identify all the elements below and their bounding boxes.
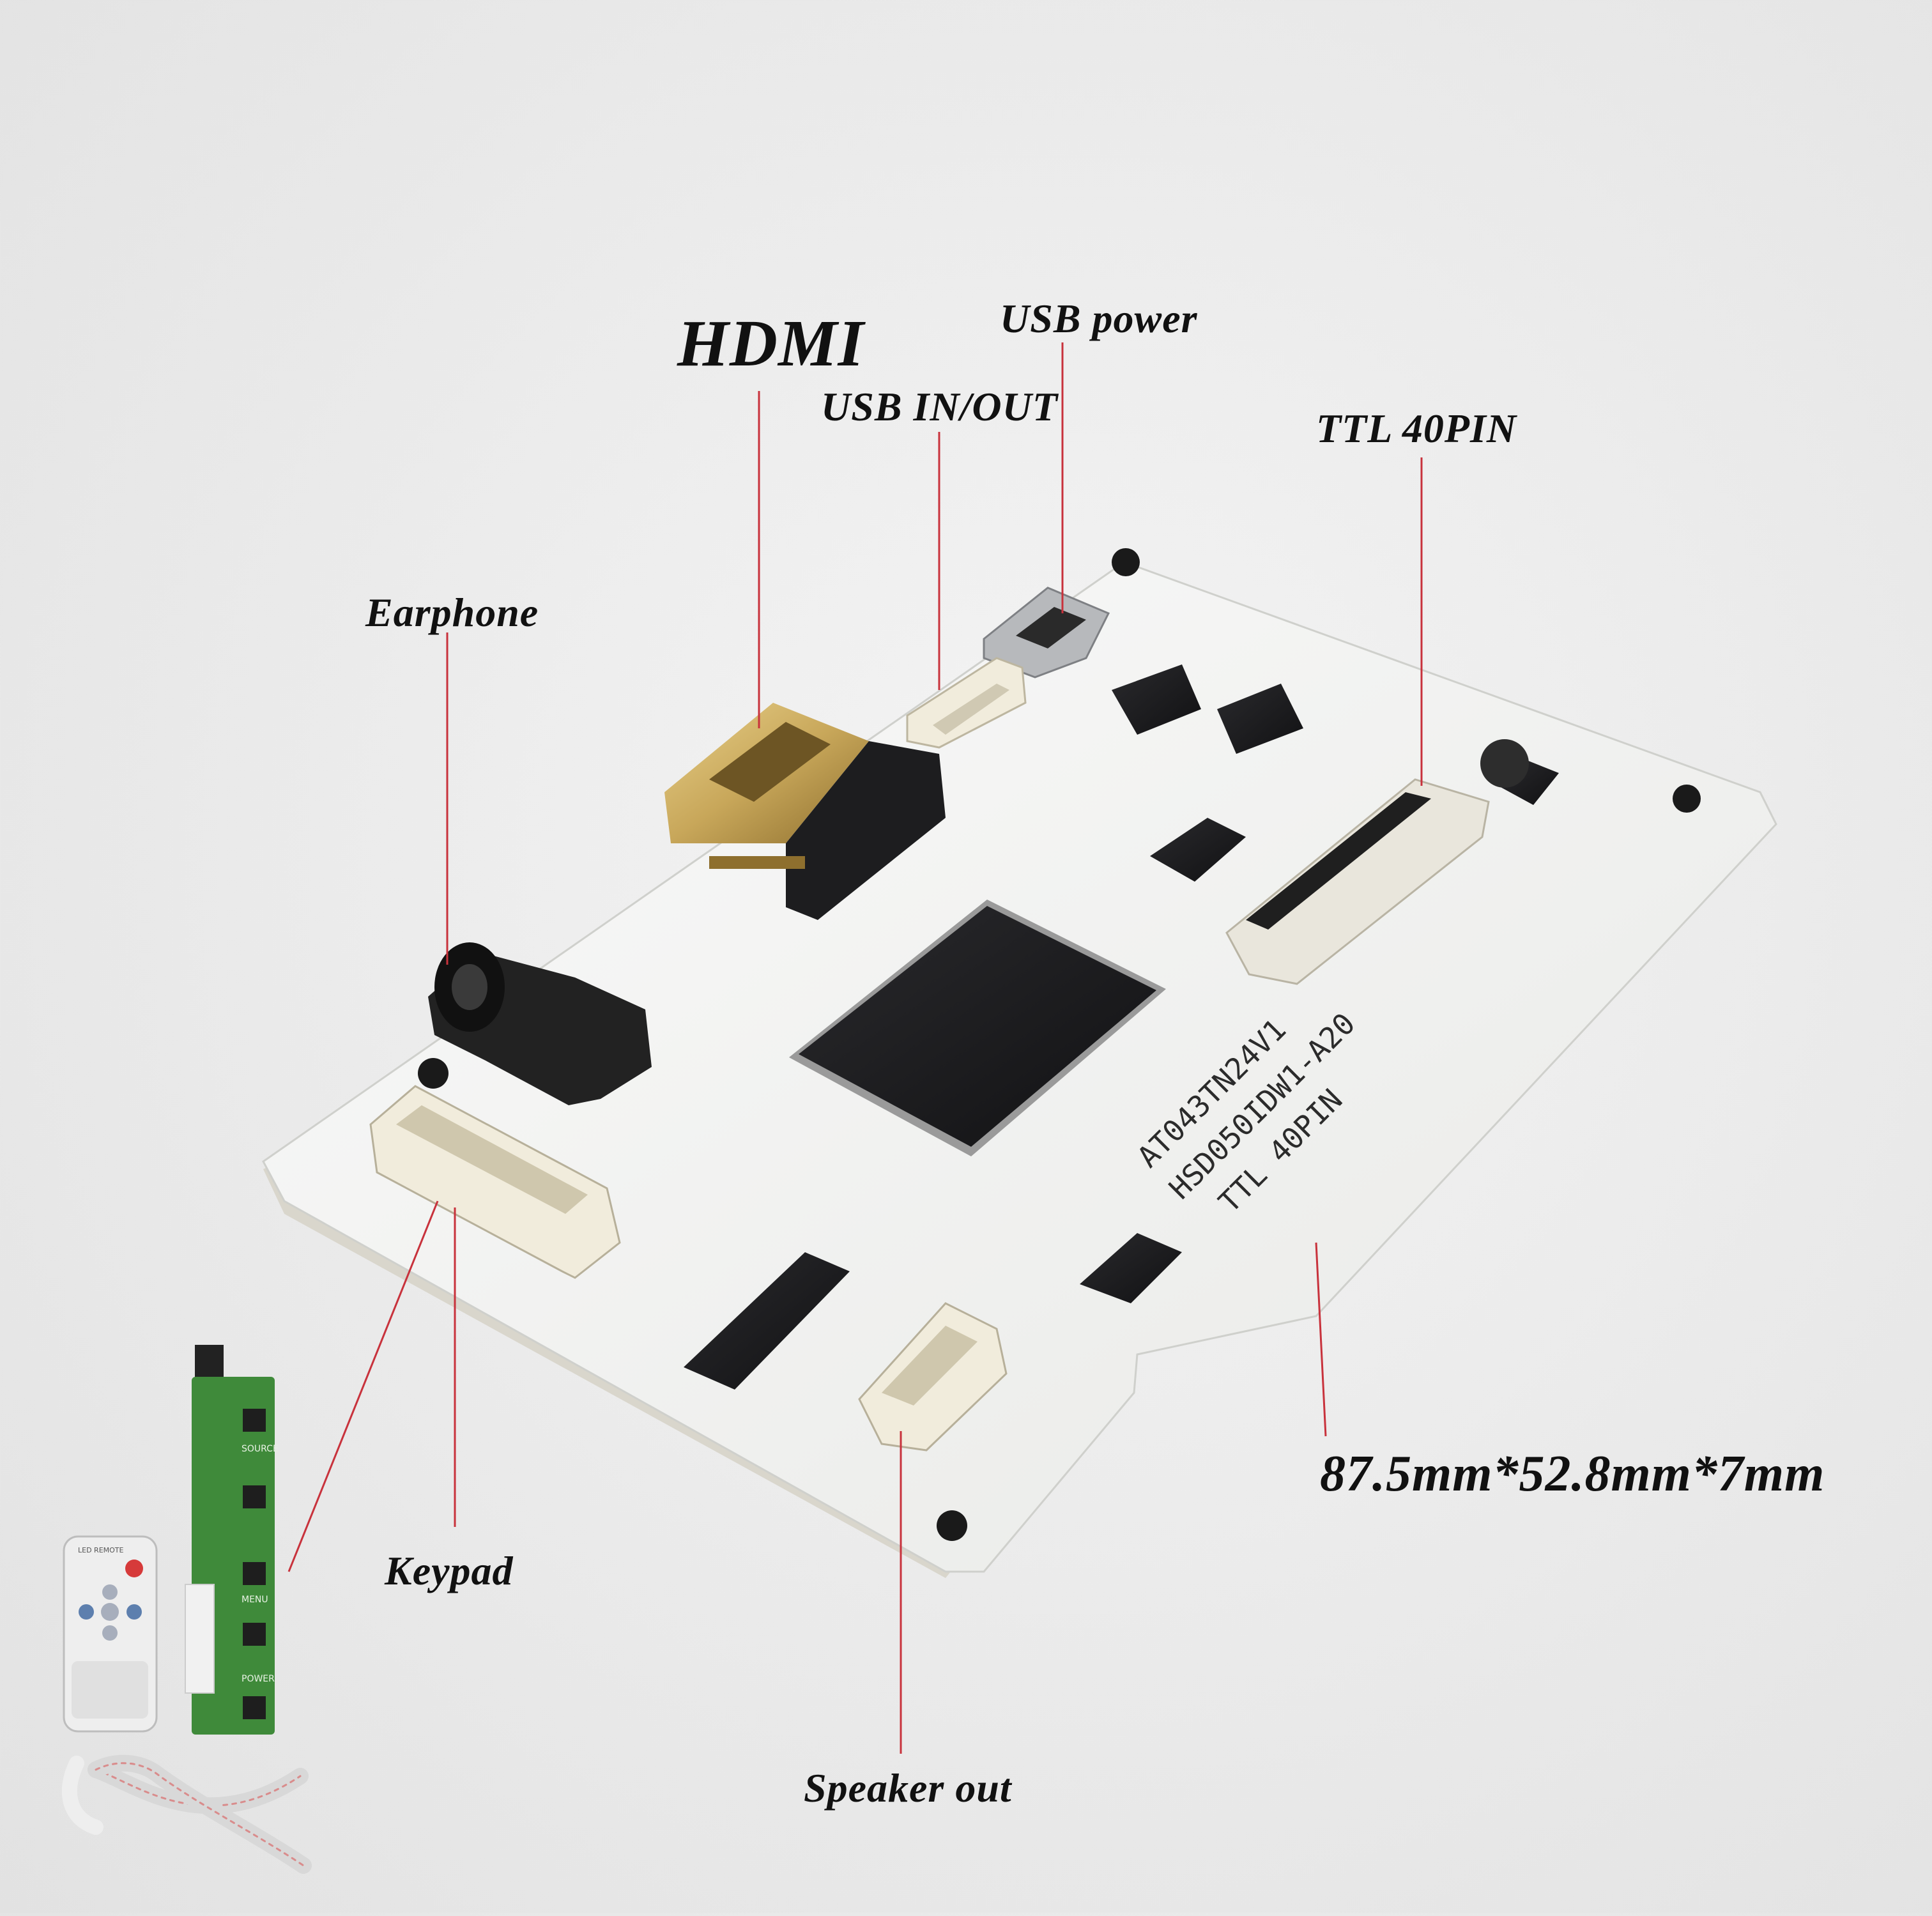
callout-usb-in-out: USB IN/OUT [821,384,1058,429]
callout-dimensions: 87.5mm*52.8mm*7mm [1320,1446,1825,1502]
main-processor-chip [789,900,1166,1156]
callout-ttl-40pin: TTL 40PIN [1316,406,1517,451]
keypad-label-menu: MENU [241,1595,268,1605]
mounting-hole [1673,785,1701,813]
keypad-label-power: POWER [241,1674,275,1684]
leader-keypad-2 [288,1200,439,1572]
ttl-40pin-connector [1225,778,1490,985]
speaker-out-connector [858,1302,1008,1452]
ir-remote-control: LED REMOTE [63,1535,158,1733]
callout-earphone: Earphone [365,590,539,635]
mounting-hole [937,1510,967,1541]
callout-keypad: Keypad [385,1548,514,1593]
usb-in-out-connector [906,657,1027,749]
leader-dimensions [1315,1242,1327,1437]
remote-right-button-icon [126,1604,142,1620]
keypad-connector [369,1085,621,1279]
remote-menu-button-icon [101,1603,119,1621]
small-chip [1080,664,1559,1303]
remote-down-button-icon [102,1625,118,1641]
keypad-board: SOURCE MENU POWER [185,1345,279,1735]
callout-speaker-out: Speaker out [804,1765,1012,1811]
usb-power-port [983,586,1110,678]
remote-up-button-icon [102,1584,118,1600]
earphone-jack [428,942,652,1105]
keypad-button-icon [243,1485,266,1508]
remote-label: LED REMOTE [78,1546,124,1554]
callout-usb-power: USB power [1000,296,1198,341]
remote-power-button-icon [125,1560,143,1577]
amplifier-chip [684,1252,850,1390]
callout-hdmi: HDMI [677,307,864,380]
remote-left-button-icon [79,1604,94,1620]
keypad-button-icon [243,1409,266,1432]
mounting-hole [1112,548,1140,576]
keypad-label-source: SOURCE [241,1444,279,1454]
ribbon-cable [61,1754,312,1874]
hdmi-port [664,703,946,920]
keypad-button-icon [243,1696,266,1719]
mounting-hole [418,1058,448,1089]
keypad-button-icon [243,1623,266,1646]
leader-lines [288,342,1423,1754]
keypad-button-icon [243,1562,266,1585]
inductor [1480,739,1529,788]
